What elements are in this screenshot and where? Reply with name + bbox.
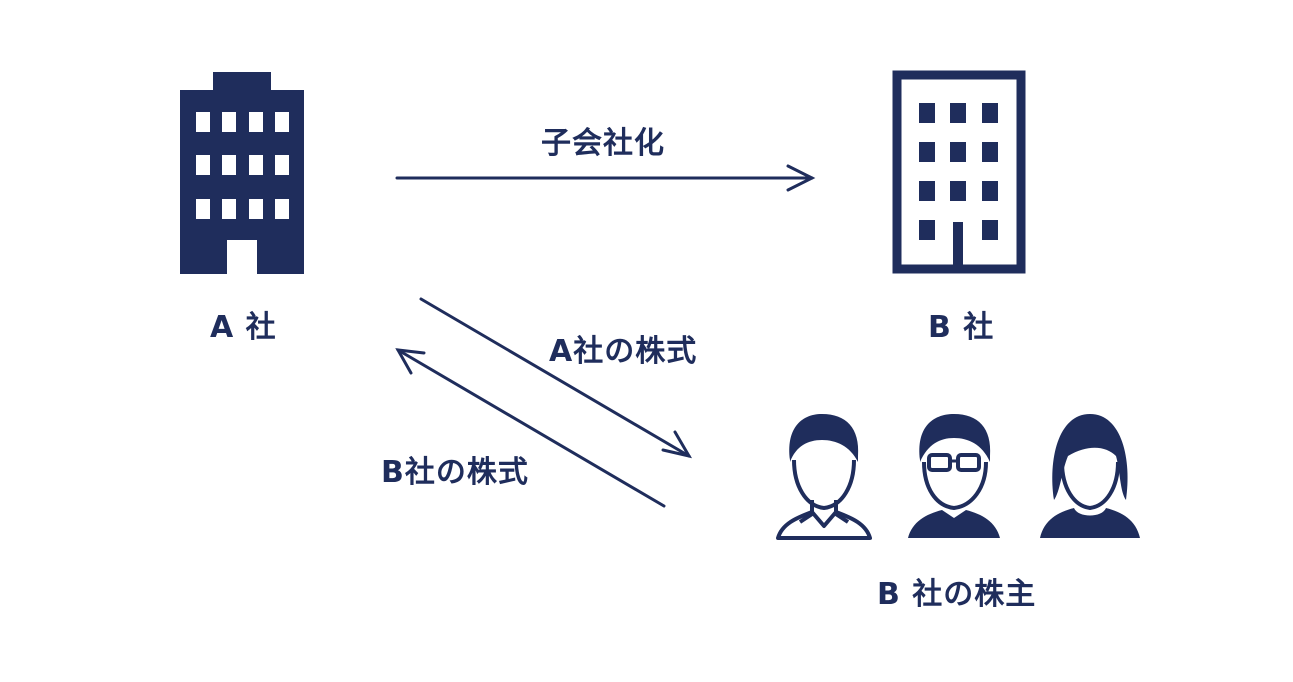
building-outline-icon [892, 70, 1026, 274]
b-shareholders-label: B 社の株主 [877, 577, 1037, 612]
a-shares-label: A社の株式 [549, 334, 698, 369]
arrow-b-shares [395, 348, 666, 508]
arrow-subsidiarization [395, 164, 816, 192]
person-suit-icon [776, 414, 872, 540]
company-b-label: B 社 [928, 310, 995, 345]
subsidiarization-label: 子会社化 [541, 126, 665, 161]
person-glasses-icon [908, 414, 1000, 538]
building-solid-icon [180, 72, 304, 274]
arrow-a-shares [419, 297, 693, 459]
company-a-label: A 社 [210, 310, 277, 345]
person-woman-icon [1040, 414, 1140, 538]
b-shares-label: B社の株式 [381, 455, 529, 490]
